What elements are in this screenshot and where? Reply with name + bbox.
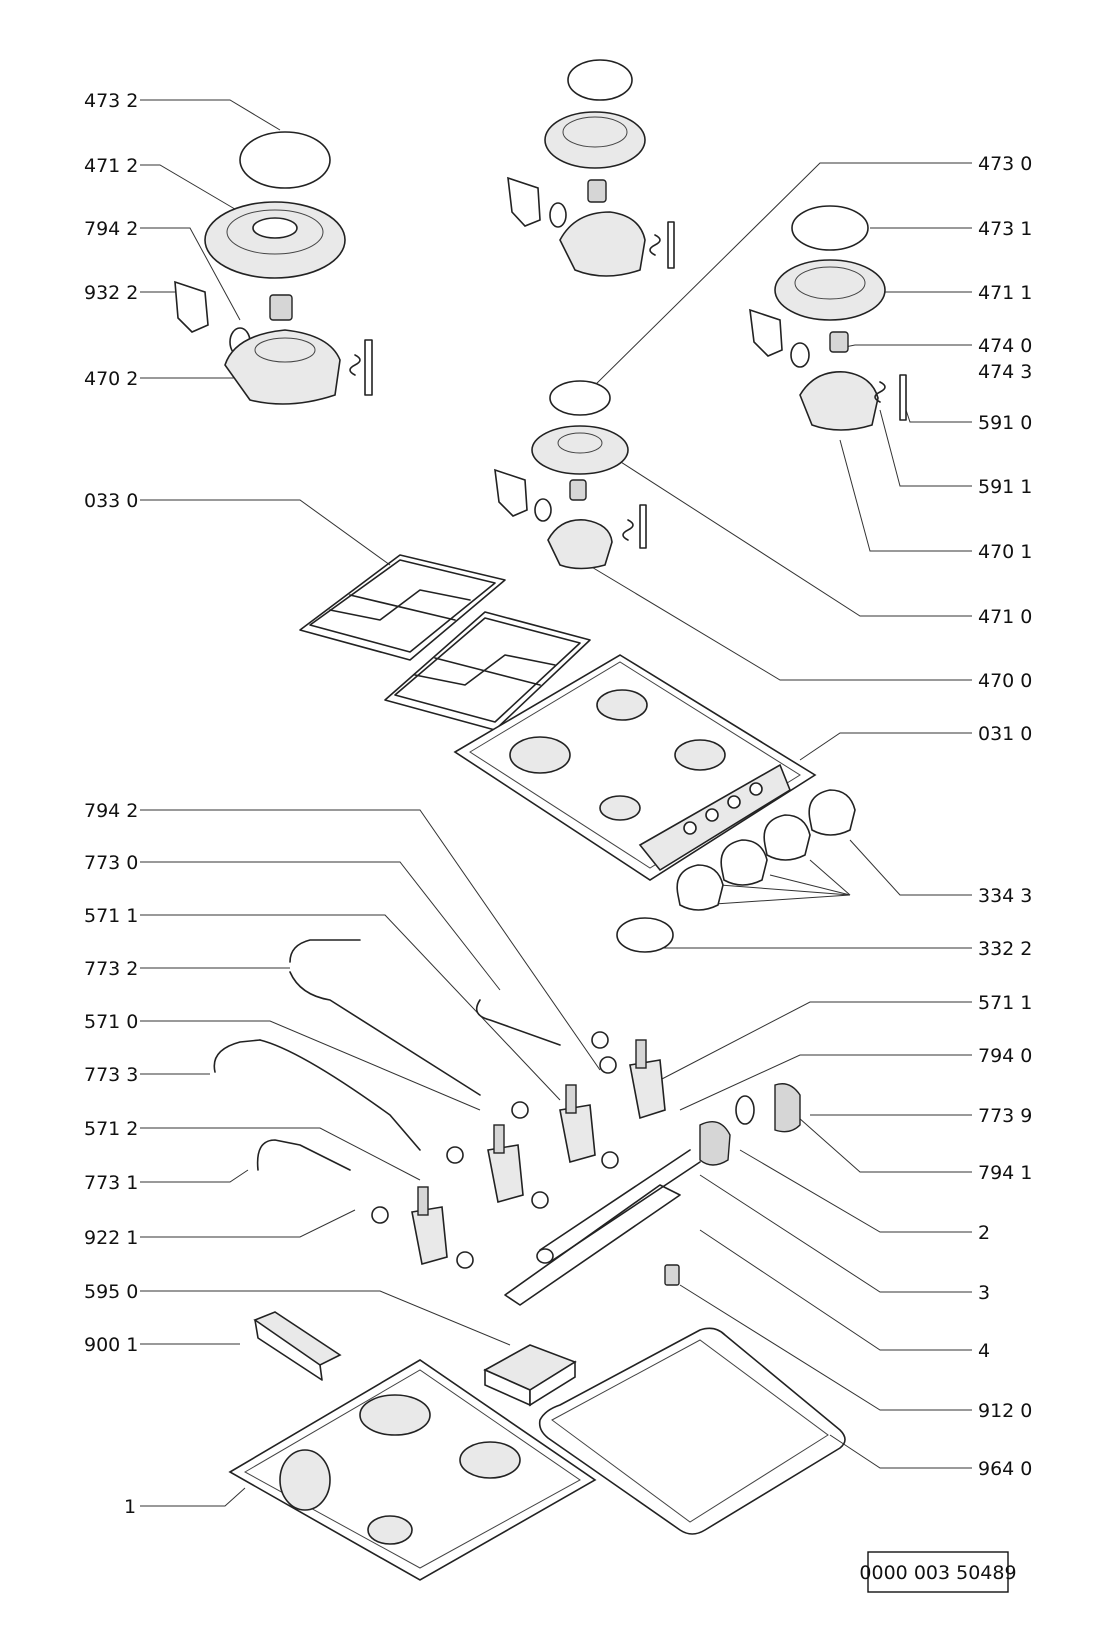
part-label: 473 2 bbox=[84, 90, 138, 112]
part-label: 471 0 bbox=[978, 606, 1032, 628]
part-label: 591 1 bbox=[978, 476, 1032, 498]
part-label: 474 3 bbox=[978, 361, 1032, 383]
part-label: 922 1 bbox=[84, 1227, 138, 1249]
part-label: 571 2 bbox=[84, 1118, 138, 1140]
part-label: 4 bbox=[978, 1340, 990, 1362]
part-label: 334 3 bbox=[978, 885, 1032, 907]
part-label: 470 2 bbox=[84, 368, 138, 390]
seal-gasket bbox=[538, 1327, 846, 1535]
part-label: 470 0 bbox=[978, 670, 1032, 692]
ignition-module bbox=[483, 1344, 577, 1407]
burner-assembly-right bbox=[749, 205, 907, 431]
hob-top-plate bbox=[453, 654, 817, 881]
part-label: 571 0 bbox=[84, 1011, 138, 1033]
part-label: 571 1 bbox=[84, 905, 138, 927]
reference-number-box: 0000 003 50489 bbox=[859, 1551, 1017, 1593]
part-label: 794 2 bbox=[84, 800, 138, 822]
part-label: 773 1 bbox=[84, 1172, 138, 1194]
part-label: 794 0 bbox=[978, 1045, 1032, 1067]
mounting-bracket bbox=[253, 1311, 342, 1381]
leader-lines bbox=[140, 99, 972, 1507]
gas-inlet-fittings bbox=[504, 1083, 801, 1306]
part-label: 470 1 bbox=[978, 541, 1032, 563]
parts-drawing bbox=[174, 59, 907, 1581]
part-label: 773 2 bbox=[84, 958, 138, 980]
gas-valves bbox=[371, 1031, 666, 1269]
burner-assembly-small-center bbox=[494, 380, 647, 570]
part-label: 912 0 bbox=[978, 1400, 1032, 1422]
part-label: 473 0 bbox=[978, 153, 1032, 175]
part-label: 591 0 bbox=[978, 412, 1032, 434]
part-label: 031 0 bbox=[978, 723, 1032, 745]
part-label: 773 0 bbox=[84, 852, 138, 874]
part-label: 794 2 bbox=[84, 218, 138, 240]
labels-left: 473 2 471 2 794 2 932 2 470 2 033 0 794 … bbox=[84, 90, 138, 1518]
reference-number: 0000 003 50489 bbox=[859, 1562, 1016, 1584]
part-label: 794 1 bbox=[978, 1162, 1032, 1184]
labels-right: 473 0 473 1 471 1 474 0 474 3 591 0 591 … bbox=[978, 153, 1032, 1480]
burner-assembly-left bbox=[174, 131, 373, 405]
part-label: 773 3 bbox=[84, 1064, 138, 1086]
part-label: 773 9 bbox=[978, 1105, 1032, 1127]
part-label: 2 bbox=[978, 1222, 990, 1244]
part-label: 571 1 bbox=[978, 992, 1032, 1014]
part-label: 471 1 bbox=[978, 282, 1032, 304]
control-knobs bbox=[616, 789, 856, 953]
base-tray bbox=[228, 1359, 597, 1581]
part-label: 3 bbox=[978, 1282, 990, 1304]
part-label: 474 0 bbox=[978, 335, 1032, 357]
part-label: 1 bbox=[124, 1496, 136, 1518]
part-label: 033 0 bbox=[84, 490, 138, 512]
part-label: 595 0 bbox=[84, 1281, 138, 1303]
part-label: 932 2 bbox=[84, 282, 138, 304]
gas-pipes bbox=[213, 939, 561, 1171]
part-label: 964 0 bbox=[978, 1458, 1032, 1480]
part-label: 473 1 bbox=[978, 218, 1032, 240]
pan-support-grids bbox=[299, 554, 591, 731]
burner-assembly-top-middle bbox=[507, 59, 675, 277]
part-label: 332 2 bbox=[978, 938, 1032, 960]
part-label: 900 1 bbox=[84, 1334, 138, 1356]
part-label: 471 2 bbox=[84, 155, 138, 177]
